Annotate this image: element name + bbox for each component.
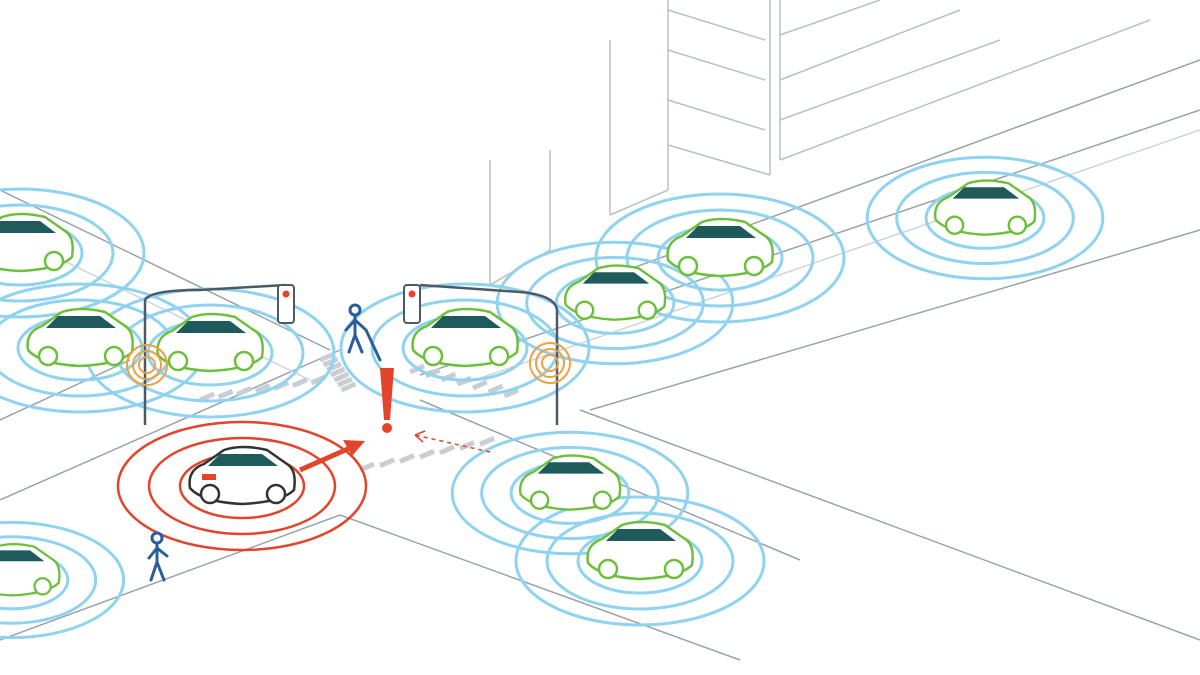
crosswalk-stripe — [333, 371, 350, 383]
signal-ring — [625, 208, 815, 308]
signal-ring — [514, 495, 766, 627]
alert-ring — [147, 436, 337, 536]
car-wheel-icon — [199, 483, 221, 505]
connected-car — [156, 312, 264, 373]
car-window — [431, 316, 501, 328]
crosswalk-stripe — [439, 444, 455, 456]
crosswalk-stripe — [319, 351, 335, 363]
signal-ring — [865, 155, 1105, 281]
alert-car — [188, 445, 296, 506]
connected-car — [586, 520, 694, 581]
car-window — [606, 529, 676, 541]
crosswalk-stripe — [379, 457, 395, 469]
car-wheel-icon — [574, 300, 595, 320]
car-wheel-icon — [422, 345, 444, 367]
car-wheel-icon — [1007, 215, 1028, 235]
exclamation-icon — [380, 368, 394, 420]
crosswalk-stripe — [487, 383, 504, 395]
car-window — [208, 454, 278, 466]
alert-ring — [116, 420, 368, 552]
signal-ring — [895, 170, 1075, 266]
car-window — [46, 316, 116, 328]
car-wheel-icon — [529, 490, 550, 510]
car-wheel-icon — [677, 255, 699, 277]
signal-ring — [0, 520, 126, 640]
car-wheel-icon — [233, 350, 255, 372]
car-wheel-icon — [103, 345, 125, 367]
crosswalk-stripe — [322, 356, 339, 368]
traffic-light-right-signal-rings — [529, 342, 571, 384]
cars — [0, 179, 1037, 597]
connected-car — [666, 217, 774, 278]
hidden-car-dashed-path — [414, 434, 491, 453]
buildings — [489, 0, 1151, 286]
car-wheel-icon — [37, 345, 59, 367]
signal-ring — [450, 430, 690, 556]
car-window — [952, 187, 1020, 199]
exclamation-dot-icon — [382, 423, 392, 433]
signal-ring — [0, 535, 98, 625]
crosswalk-stripe — [329, 366, 346, 378]
crosswalk-stripe — [291, 377, 308, 389]
car-window — [0, 221, 56, 233]
traffic-light-left-signal-rings — [126, 344, 168, 386]
connected-car — [563, 264, 667, 321]
crosswalk-stripe — [236, 385, 253, 397]
crosswalk-stripe — [199, 391, 215, 403]
car-window — [0, 550, 45, 562]
red-light-icon — [282, 290, 290, 298]
crosswalk-stripe — [419, 448, 435, 460]
signal-ring — [545, 511, 735, 611]
tail-light — [202, 474, 216, 480]
traffic-light-right — [403, 283, 571, 425]
signal-ring — [594, 192, 846, 324]
connected-car — [518, 454, 622, 511]
signal-ring — [480, 445, 660, 541]
signal-ring — [525, 255, 705, 351]
crosswalk-stripe — [254, 383, 271, 394]
car-wheel-icon — [33, 577, 52, 596]
red-light-icon — [408, 290, 416, 298]
connected-car — [26, 307, 134, 368]
crosswalk-stripe — [503, 387, 520, 399]
car-wheel-icon — [637, 300, 658, 320]
traffic-light-right-housing — [403, 284, 421, 324]
connected-car — [0, 542, 61, 597]
car-wheel-icon — [944, 215, 965, 235]
connected-car — [411, 307, 519, 368]
crosswalk-stripe — [479, 435, 495, 447]
traffic-light-left-housing — [277, 284, 295, 324]
signal-ring — [0, 187, 146, 319]
car-wheel-icon — [265, 483, 287, 505]
crosswalk-stripe — [399, 453, 415, 464]
car-wheel-icon — [167, 350, 189, 372]
red-car-direction-arrow — [298, 445, 352, 473]
arrowhead-icon — [343, 440, 365, 456]
crosswalk-stripe — [340, 381, 357, 393]
crosswalk-stripe — [217, 388, 234, 400]
pedestrian-crossing-top — [344, 303, 382, 362]
car-wheel-icon — [592, 490, 613, 510]
car-wheel-icon — [663, 558, 685, 580]
car-wheel-icon — [743, 255, 765, 277]
car-wheel-icon — [43, 250, 65, 272]
car-wheel-icon — [488, 345, 510, 367]
car-window — [686, 226, 756, 238]
dashed-arrowhead-icon — [414, 430, 426, 443]
collision-warning — [298, 368, 491, 473]
connected-car — [933, 179, 1037, 236]
pedestrian-sidewalk-bottom — [147, 531, 169, 582]
car-window — [582, 272, 650, 284]
signal-ring — [495, 240, 735, 366]
car-window — [176, 321, 246, 333]
crosswalk-stripe — [471, 379, 488, 391]
crosswalk-stripe — [336, 376, 353, 388]
car-wheel-icon — [597, 558, 619, 580]
traffic-light-left — [126, 283, 295, 425]
signal-ring — [0, 203, 115, 303]
connected-car — [0, 212, 74, 273]
car-window — [537, 462, 605, 474]
crosswalk-stripe — [459, 440, 475, 451]
